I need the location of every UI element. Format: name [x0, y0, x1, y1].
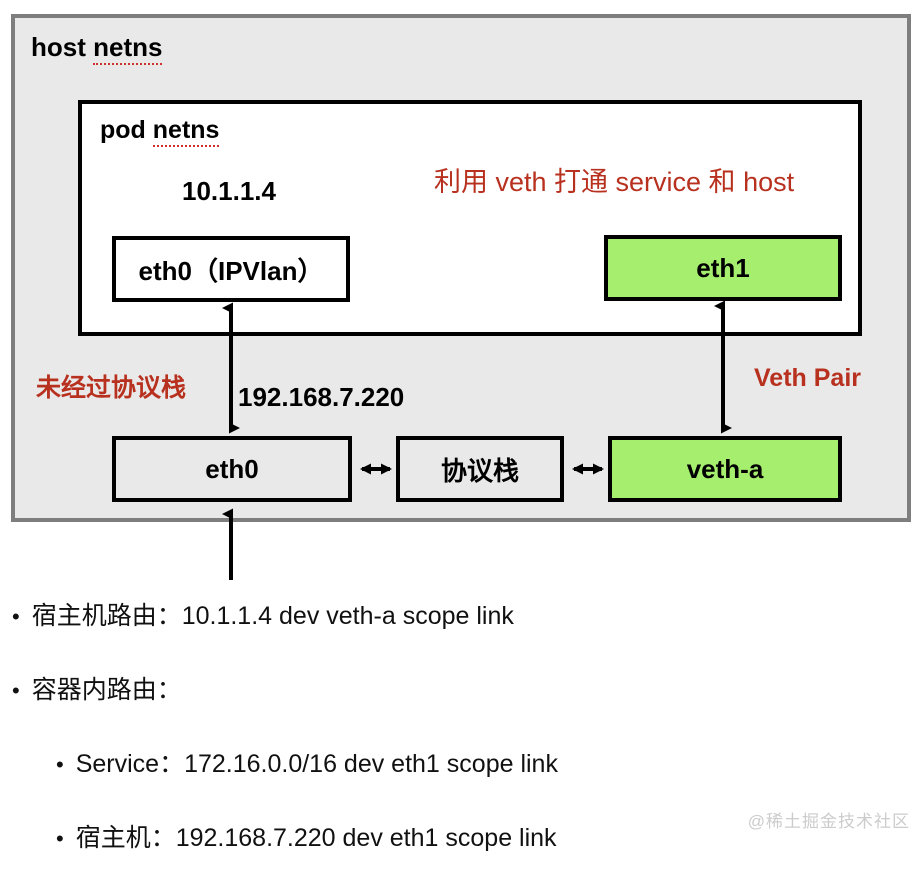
box-eth0-host-label: eth0	[205, 453, 259, 484]
host-netns-label: host netns	[31, 32, 163, 65]
veth-service-host-note: 利用 veth 打通 service 和 host	[434, 167, 795, 197]
box-eth1-label: eth1	[696, 252, 750, 283]
arrow-eth1-to-veth-a-icon	[714, 300, 732, 434]
watermark: @稀土掘金技术社区	[747, 812, 910, 831]
veth-pair-note: Veth Pair	[754, 364, 861, 392]
bullet-icon: •	[56, 752, 64, 777]
list-item-text: 宿主机：192.168.7.220 dev eth1 scope link	[75, 824, 557, 852]
box-protocol-stack-label: 协议栈	[440, 455, 519, 486]
list-item: • 容器内路由：	[0, 670, 922, 706]
pod-netns-label: pod netns	[100, 116, 220, 147]
box-eth0-ipvlan[interactable]: eth0（IPVlan）	[112, 236, 350, 302]
list-item: • Service：172.16.0.0/16 dev eth1 scope l…	[0, 744, 922, 780]
pod-ip-label: 10.1.1.4	[182, 176, 276, 206]
list-item-text: 容器内路由：	[31, 676, 182, 704]
bullet-icon: •	[12, 604, 20, 629]
pod-netns-label-netns: netns	[152, 116, 220, 147]
box-protocol-stack[interactable]: 协议栈	[396, 436, 564, 502]
arrow-eth0-protocol-stack-icon	[360, 463, 392, 475]
bullet-icon: •	[56, 826, 64, 851]
bullet-icon: •	[12, 678, 20, 703]
box-veth-a[interactable]: veth-a	[608, 436, 842, 502]
list-item-text: Service：172.16.0.0/16 dev eth1 scope lin…	[75, 750, 558, 778]
arrow-external-into-eth0-icon	[222, 508, 233, 580]
host-netns-label-netns: netns	[93, 32, 163, 65]
route-notes-list: • 宿主机路由：10.1.1.4 dev veth-a scope link •…	[0, 596, 922, 892]
no-protocol-stack-note: 未经过协议栈	[36, 374, 187, 402]
host-ip-label: 192.168.7.220	[238, 382, 405, 412]
list-item-text: 宿主机路由：10.1.1.4 dev veth-a scope link	[31, 602, 514, 630]
box-eth0-ipvlan-label: eth0（IPVlan）	[138, 255, 324, 286]
box-eth1[interactable]: eth1	[604, 235, 842, 301]
arrow-protocol-stack-veth-a-icon	[572, 463, 604, 475]
arrow-ipvlan-to-host-eth0-icon	[222, 302, 240, 434]
box-veth-a-label: veth-a	[686, 453, 764, 484]
list-item: • 宿主机路由：10.1.1.4 dev veth-a scope link	[0, 596, 922, 632]
box-eth0-host[interactable]: eth0	[112, 436, 352, 502]
